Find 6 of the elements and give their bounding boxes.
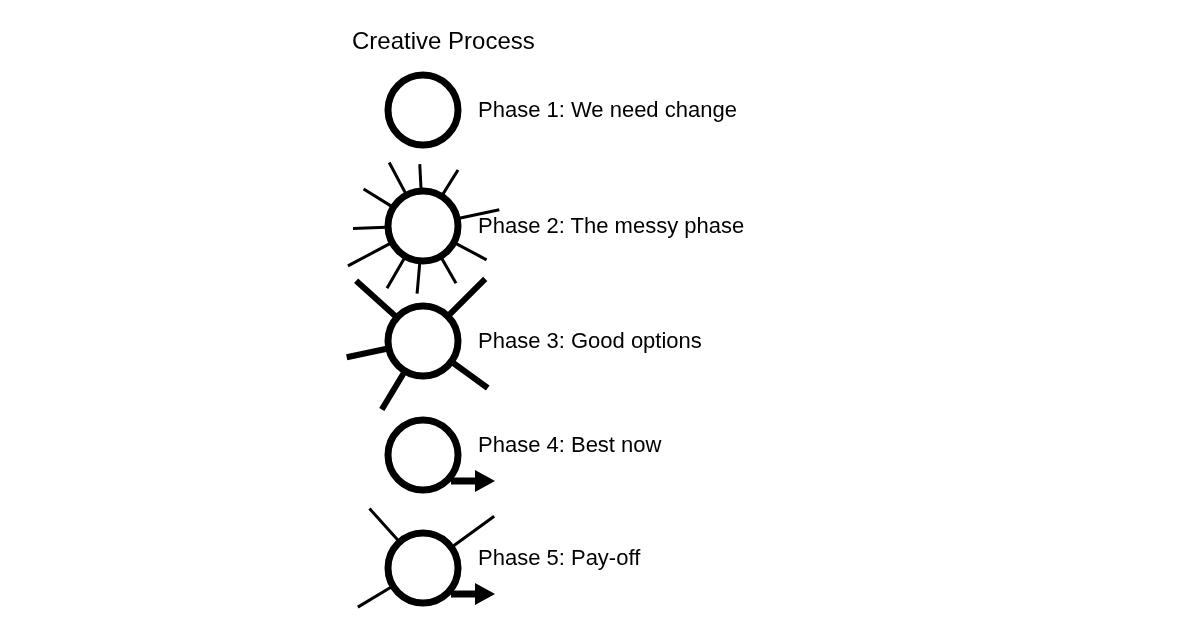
phase-label: Phase 3: Good options <box>478 328 702 354</box>
title: Creative Process <box>352 26 535 56</box>
phase-label: Phase 4: Best now <box>478 432 662 458</box>
phase-label: Phase 1: We need change <box>478 97 737 123</box>
phase-label: Phase 2: The messy phase <box>478 213 745 239</box>
phase-label: Phase 5: Pay-off <box>478 545 641 571</box>
